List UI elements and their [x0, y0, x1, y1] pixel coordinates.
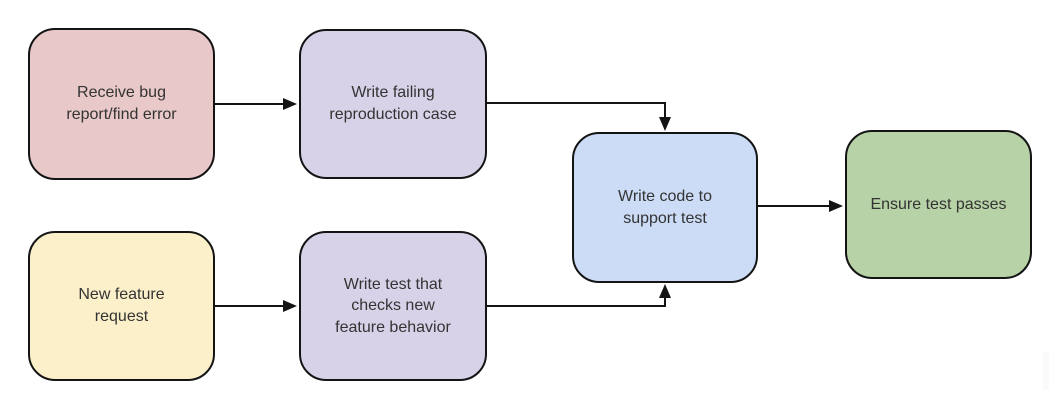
- node-label: Ensure test passes: [870, 195, 1007, 213]
- node-write-code-to-support-test[interactable]: Write code to support test: [572, 132, 758, 283]
- node-label: New feature request: [78, 286, 165, 325]
- edge-repro-to-code: [487, 102, 671, 131]
- node-write-failing-reproduction-case[interactable]: Write failing reproduction case: [299, 29, 487, 179]
- node-receive-bug-report[interactable]: Receive bug report/find error: [28, 28, 215, 180]
- edge-test-to-code: [487, 284, 671, 307]
- scrollbar-thumb[interactable]: [1043, 352, 1049, 390]
- node-label: Write failing reproduction case: [329, 84, 457, 123]
- node-new-feature-request[interactable]: New feature request: [28, 231, 215, 381]
- node-label: Receive bug report/find error: [66, 84, 177, 123]
- node-ensure-test-passes[interactable]: Ensure test passes: [845, 130, 1032, 279]
- node-write-test-checks-new-feature[interactable]: Write test that checks new feature behav…: [299, 231, 487, 381]
- node-label: Write code to support test: [618, 187, 712, 227]
- node-label: Write test that checks new feature behav…: [335, 275, 451, 336]
